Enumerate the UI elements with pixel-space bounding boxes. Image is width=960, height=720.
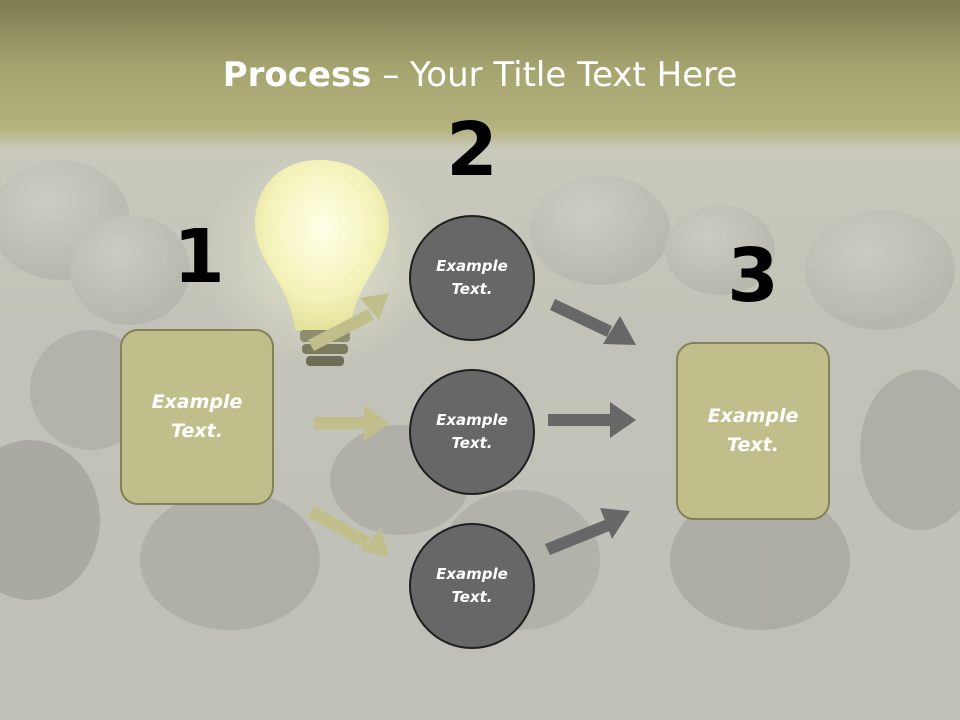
- right-arrows: [545, 299, 636, 555]
- circle-bottom: Example Text.: [409, 523, 535, 649]
- step-number-3: 3: [727, 233, 779, 319]
- arrow-up-right-left: [308, 293, 389, 351]
- arrow-down-right-right: [550, 299, 636, 345]
- arrow-right-right: [548, 402, 636, 438]
- left-box-text: Example Text.: [151, 391, 243, 442]
- left-step-box: Example Text.: [120, 329, 274, 505]
- arrow-right-left: [314, 405, 389, 441]
- right-step-box: Example Text.: [676, 342, 830, 520]
- circle-bottom-text: Example Text.: [436, 565, 508, 606]
- circle-middle-text: Example Text.: [436, 411, 508, 452]
- right-box-text: Example Text.: [707, 405, 799, 456]
- slide-title: Process – Your Title Text Here: [0, 52, 960, 98]
- title-bold: Process: [222, 55, 372, 95]
- left-arrows: [308, 293, 389, 557]
- title-rest: – Your Title Text Here: [371, 55, 738, 95]
- step-number-2: 2: [446, 107, 498, 193]
- arrow-down-right-left: [308, 506, 389, 557]
- circle-top-text: Example Text.: [436, 257, 508, 298]
- arrow-up-right-right: [545, 508, 630, 555]
- step-number-1: 1: [173, 214, 225, 300]
- circle-top: Example Text.: [409, 215, 535, 341]
- circle-middle: Example Text.: [409, 369, 535, 495]
